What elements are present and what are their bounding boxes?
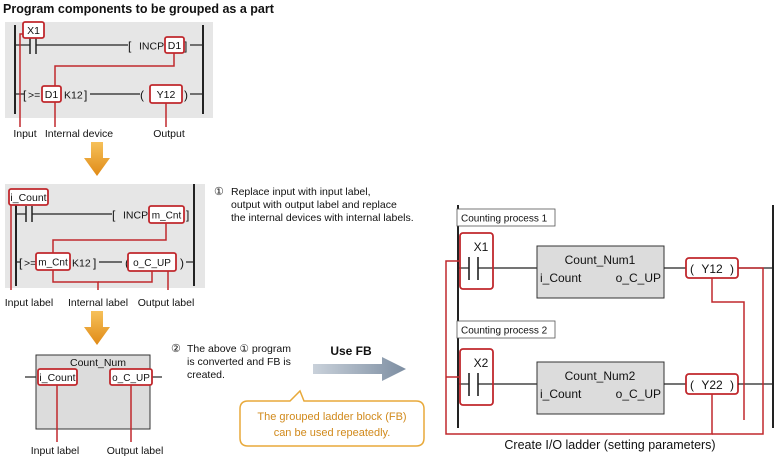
process2-contact: X2 — [474, 356, 489, 370]
panel-labeled-program: [ INCP ] [ >= K12 ] ( ) i_Count m_Cnt m_… — [5, 184, 205, 290]
compare-constant-2: K12 — [72, 258, 91, 270]
svg-text:[: [ — [23, 88, 27, 102]
internal-label-m-cnt: m_Cnt — [152, 211, 182, 222]
svg-text:]: ] — [84, 88, 87, 102]
contact-label-x1: X1 — [27, 25, 40, 37]
input-label-i-count: i_Count — [10, 192, 46, 204]
svg-text:output with output label and r: output with output label and replace — [231, 199, 397, 211]
svg-text:②: ② — [171, 343, 181, 355]
device-label-d1: D1 — [168, 40, 182, 52]
svg-text:created.: created. — [187, 369, 225, 381]
svg-text:(: ( — [140, 88, 144, 102]
svg-text:): ) — [180, 256, 184, 270]
fb-name: Count_Num — [70, 357, 126, 369]
process2-coil: Y22 — [701, 378, 723, 392]
output-label-o-c-up: o_C_UP — [133, 258, 171, 269]
svg-text:]: ] — [184, 39, 187, 53]
step1-description: ① Replace input with input label, output… — [214, 186, 414, 224]
svg-text:[: [ — [19, 256, 23, 270]
label-internal-device: Internal device — [45, 128, 113, 140]
svg-text:is converted and FB is: is converted and FB is — [187, 356, 291, 368]
fb-label-input: Input label — [31, 445, 79, 456]
step2-description: ② The above ① program is converted and F… — [171, 343, 291, 381]
process1-fb-out: o_C_UP — [616, 271, 661, 285]
label-output: Output — [153, 128, 185, 140]
svg-text:(: ( — [690, 378, 694, 392]
panel-original-program: [ INCP ] [ >= K12 ] ( ) X1 D1 D1 Y12 — [5, 21, 213, 127]
svg-text:The above ① program: The above ① program — [187, 343, 291, 355]
svg-text:]: ] — [186, 208, 189, 222]
fb-input-pin: i_Count — [39, 372, 75, 384]
page-title: Program components to be grouped as a pa… — [3, 2, 275, 16]
process1-fb-name: Count_Num1 — [565, 253, 636, 267]
svg-text:): ) — [184, 88, 188, 102]
compare-label-m-cnt: m_Cnt — [38, 258, 68, 269]
svg-text:The grouped ladder block (FB): The grouped ladder block (FB) — [257, 411, 406, 423]
use-fb-label: Use FB — [330, 344, 372, 358]
fb-output-pin: o_C_UP — [112, 373, 150, 384]
label-input-label: Input label — [5, 297, 53, 309]
svg-text:can be used repeatedly.: can be used repeatedly. — [274, 427, 391, 439]
svg-text:[: [ — [112, 208, 116, 222]
io-ladder-caption: Create I/O ladder (setting parameters) — [504, 438, 715, 452]
fb-label-output: Output label — [107, 445, 164, 456]
compare-operator: >= — [28, 90, 40, 102]
svg-text:the internal devices with inte: the internal devices with internal label… — [231, 212, 414, 224]
svg-text:): ) — [730, 262, 734, 276]
svg-text:): ) — [730, 378, 734, 392]
fb-block-count-num: Count_Num i_Count o_C_UP — [25, 354, 162, 442]
svg-text:[: [ — [128, 39, 132, 53]
process1-contact: X1 — [474, 240, 489, 254]
down-arrow-1 — [84, 142, 110, 176]
incp-instruction-2: INCP — [123, 210, 148, 222]
process1-coil: Y12 — [701, 262, 723, 276]
process2-fb-name: Count_Num2 — [565, 369, 636, 383]
callout-reuse: The grouped ladder block (FB) can be use… — [239, 389, 425, 447]
io-ladder: Counting process 1 X1 Count_Num1 i_Count… — [445, 205, 774, 435]
compare-constant: K12 — [64, 90, 83, 102]
svg-text:(: ( — [125, 256, 129, 270]
label-output-label: Output label — [138, 297, 195, 309]
svg-text:(: ( — [690, 262, 694, 276]
compare-operator-2: >= — [24, 258, 36, 270]
incp-instruction: INCP — [139, 41, 164, 53]
process1-fb-in: i_Count — [540, 271, 582, 285]
right-arrow-use-fb — [313, 357, 406, 381]
label-internal-label: Internal label — [68, 297, 128, 309]
process2-fb-in: i_Count — [540, 387, 582, 401]
label-input: Input — [13, 128, 36, 140]
down-arrow-2 — [84, 311, 110, 345]
svg-text:Replace input with input label: Replace input with input label, — [231, 186, 371, 198]
coil-label-y12: Y12 — [157, 89, 176, 101]
svg-text:①: ① — [214, 186, 224, 198]
svg-text:]: ] — [93, 256, 96, 270]
process1-title: Counting process 1 — [461, 214, 548, 225]
process2-fb-out: o_C_UP — [616, 387, 661, 401]
process2-title: Counting process 2 — [461, 326, 548, 337]
compare-device-d1: D1 — [45, 89, 59, 101]
